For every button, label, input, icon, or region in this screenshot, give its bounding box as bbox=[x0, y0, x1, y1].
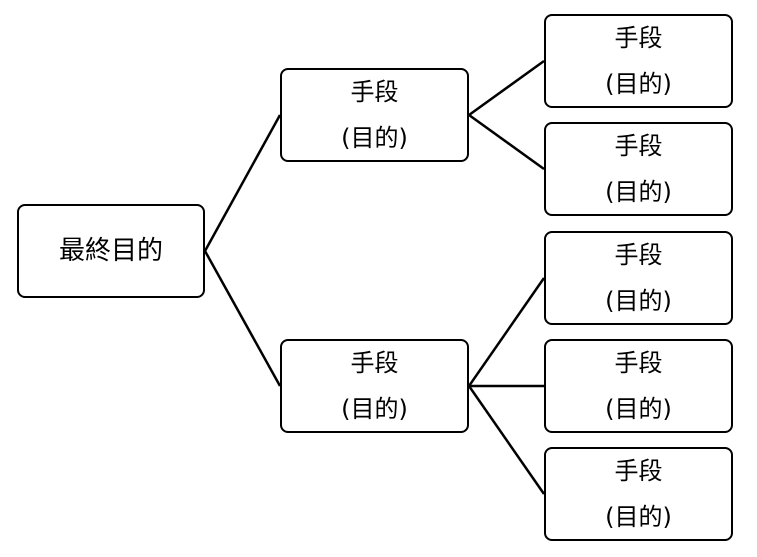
sub-means-label: 手段 bbox=[614, 241, 663, 269]
sub-means-purpose-label: (目的) bbox=[605, 70, 672, 98]
means-purpose-label: (目的) bbox=[341, 395, 408, 423]
sub-means-purpose-label: (目的) bbox=[605, 503, 672, 531]
sub-means-node-3: 手段 (目的) bbox=[544, 231, 733, 325]
means-purpose-label: (目的) bbox=[341, 124, 408, 152]
means-node-2: 手段 (目的) bbox=[280, 339, 469, 433]
sub-means-purpose-label: (目的) bbox=[605, 395, 672, 423]
connector-root-to-means-2 bbox=[203, 250, 282, 387]
means-label: 手段 bbox=[350, 349, 399, 377]
sub-means-label: 手段 bbox=[614, 349, 663, 377]
sub-means-purpose-label: (目的) bbox=[605, 287, 672, 315]
connector-root-to-means-1 bbox=[203, 114, 282, 252]
final-goal-label: 最終目的 bbox=[58, 236, 163, 266]
final-goal-node: 最終目的 bbox=[17, 204, 205, 298]
means-label: 手段 bbox=[350, 78, 399, 106]
sub-means-node-1: 手段 (目的) bbox=[544, 14, 733, 108]
sub-means-node-4: 手段 (目的) bbox=[544, 339, 733, 433]
connector-means-2-to-leaf-5 bbox=[467, 385, 546, 495]
sub-means-label: 手段 bbox=[614, 132, 663, 160]
means-node-1: 手段 (目的) bbox=[280, 68, 469, 162]
connector-means-2-to-leaf-3 bbox=[467, 277, 546, 387]
sub-means-node-5: 手段 (目的) bbox=[544, 447, 733, 541]
connector-means-1-to-leaf-2 bbox=[468, 113, 545, 171]
sub-means-purpose-label: (目的) bbox=[605, 178, 672, 206]
sub-means-node-2: 手段 (目的) bbox=[544, 122, 733, 216]
connector-means-1-to-leaf-1 bbox=[468, 59, 545, 117]
sub-means-label: 手段 bbox=[614, 457, 663, 485]
sub-means-label: 手段 bbox=[614, 24, 663, 52]
